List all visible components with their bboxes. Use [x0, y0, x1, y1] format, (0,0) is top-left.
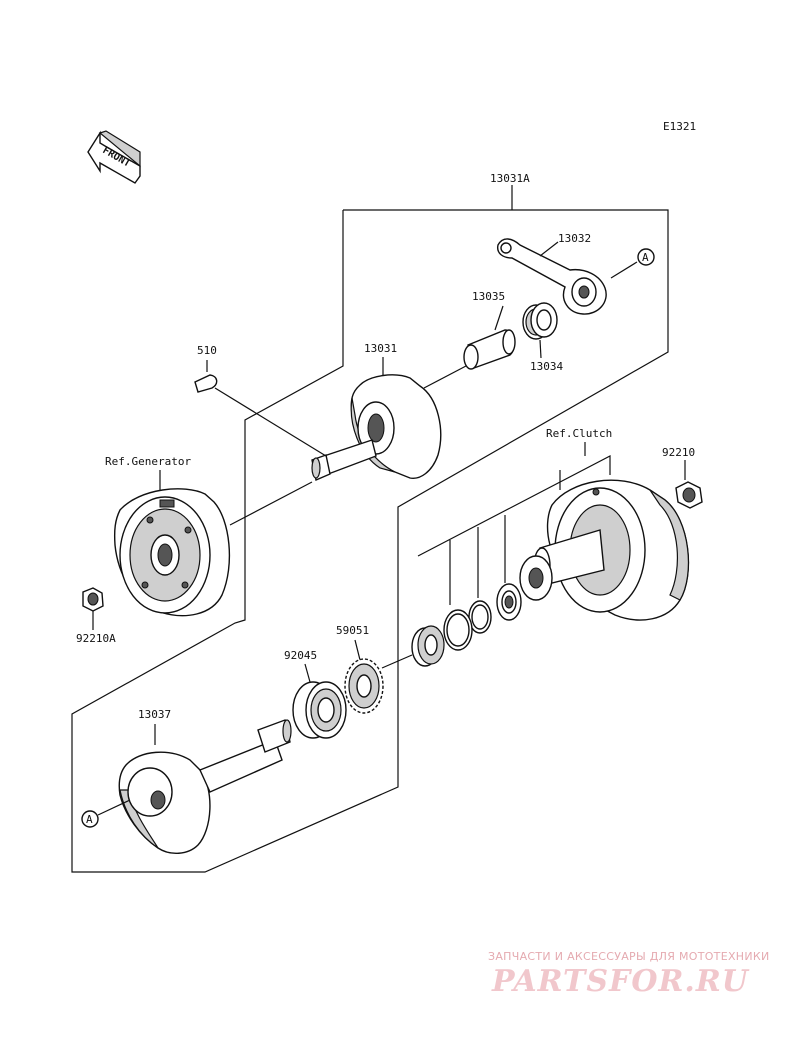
nut-right — [675, 481, 703, 509]
collar — [411, 625, 445, 667]
generator-rotor — [113, 488, 231, 617]
label-ref-generator: Ref.Generator — [105, 455, 191, 468]
label-13031a: 13031A — [490, 172, 530, 185]
gear — [344, 658, 384, 714]
crankshaft-left — [311, 374, 442, 481]
label-13037: 13037 — [138, 708, 171, 721]
front-arrow-icon: FRONT — [87, 130, 141, 184]
woodruff-key — [194, 374, 218, 393]
connector-a-top-label: A — [642, 251, 649, 264]
clutch-assembly — [519, 479, 690, 621]
label-92045: 92045 — [284, 649, 317, 662]
crankshaft-right — [118, 719, 292, 854]
label-ref-clutch: Ref.Clutch — [546, 427, 612, 440]
connector-a-top: A — [637, 248, 655, 266]
needle-bearing — [522, 302, 558, 340]
diagram-code: E1321 — [663, 120, 696, 133]
watermark-tagline: ЗАПЧАСТИ И АКСЕССУАРЫ ДЛЯ МОТОТЕХНИКИ — [488, 950, 770, 963]
label-13034: 13034 — [530, 360, 563, 373]
circlip-1 — [496, 583, 522, 621]
crank-pin — [463, 329, 516, 370]
connecting-rod — [497, 238, 607, 315]
label-13035: 13035 — [472, 290, 505, 303]
label-13032: 13032 — [558, 232, 591, 245]
label-510: 510 — [197, 344, 217, 357]
ball-bearing — [292, 681, 347, 739]
label-59051: 59051 — [336, 624, 369, 637]
nut-left — [82, 587, 104, 612]
label-13031: 13031 — [364, 342, 397, 355]
connector-a-bottom: A — [81, 810, 99, 828]
label-92210: 92210 — [662, 446, 695, 459]
label-92210a: 92210A — [76, 632, 116, 645]
connector-a-bottom-label: A — [86, 813, 93, 826]
watermark-logo: PARTSFOR.RU — [492, 964, 749, 999]
assembly-frame — [71, 185, 669, 873]
circlip-2 — [443, 609, 473, 651]
